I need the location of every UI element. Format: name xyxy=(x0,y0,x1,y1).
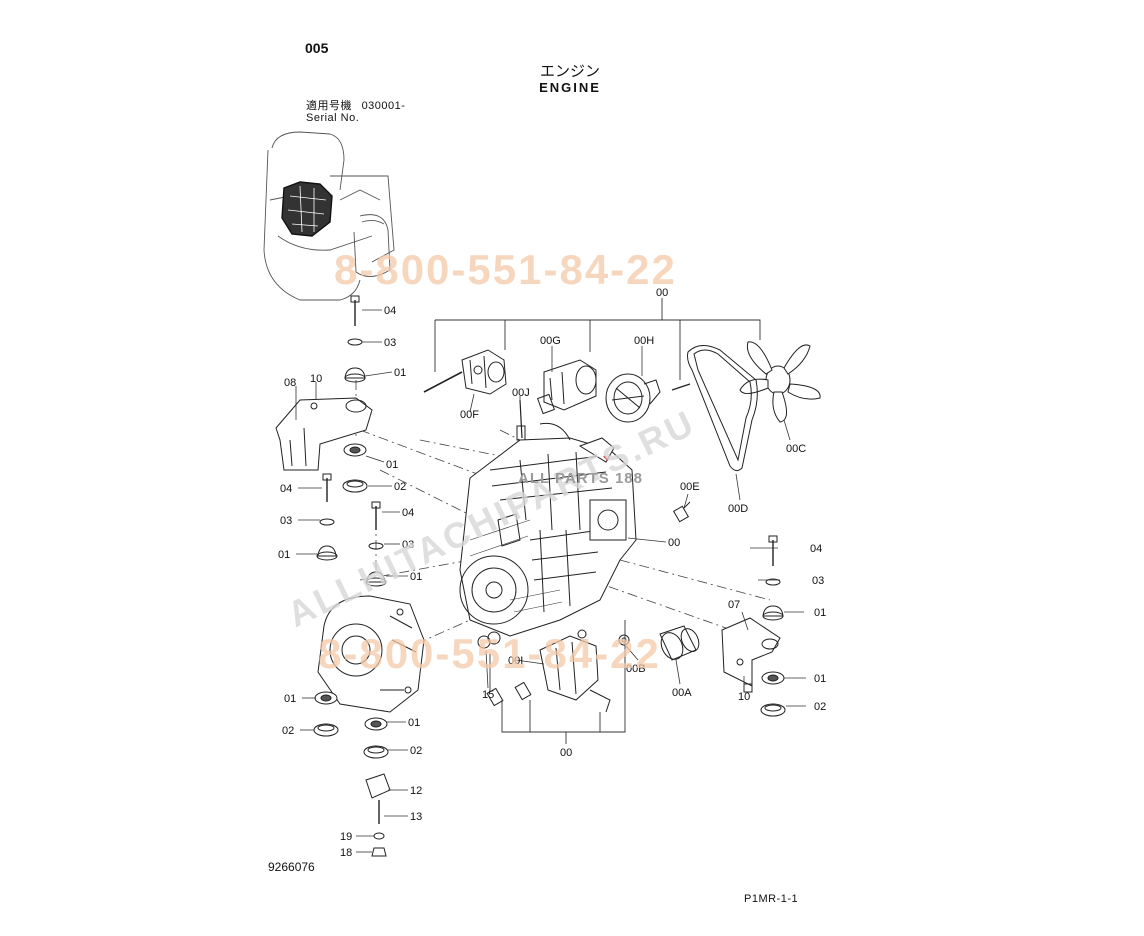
page-reference: P1MR-1-1 xyxy=(744,893,799,905)
sensor xyxy=(672,501,691,523)
mount-stack-right xyxy=(743,535,786,717)
callout-00G: 00G xyxy=(540,335,561,347)
callout-12: 12 xyxy=(410,785,422,797)
callout-02-e: 02 xyxy=(282,725,294,737)
callout-00A: 00A xyxy=(672,687,692,699)
callout-00H: 00H xyxy=(634,335,654,347)
callout-01-c: 01 xyxy=(278,549,290,561)
callout-00C: 00C xyxy=(786,443,806,455)
callout-00E: 00E xyxy=(680,481,700,493)
callout-03-c: 03 xyxy=(402,539,414,551)
callout-00D: 00D xyxy=(728,503,748,515)
mount-stack-left-mid xyxy=(316,473,387,587)
callout-10-right: 10 xyxy=(738,691,750,703)
callout-00F: 00F xyxy=(460,409,479,421)
callout-01-f: 01 xyxy=(408,717,420,729)
callout-00J: 00J xyxy=(512,387,530,399)
callout-labels: 00 00G 00H 00J 00F 00C 00D 00E 00 00I 00… xyxy=(278,287,826,859)
engine-bracket-right xyxy=(721,617,781,687)
callout-15: 15 xyxy=(482,689,494,701)
callout-07: 07 xyxy=(728,599,740,611)
callout-19: 19 xyxy=(340,831,352,843)
callout-18: 18 xyxy=(340,847,352,859)
title-english: ENGINE xyxy=(539,80,601,95)
fan-belt xyxy=(687,345,758,472)
callout-04-a: 04 xyxy=(384,305,396,317)
callout-01-e: 01 xyxy=(284,693,296,705)
callout-04-c: 04 xyxy=(402,507,414,519)
callout-02-right: 02 xyxy=(814,701,826,713)
serial-value: 030001- xyxy=(361,100,406,112)
fitting-15 xyxy=(477,631,501,649)
callout-13: 13 xyxy=(410,811,422,823)
fuel-injection-pump xyxy=(423,349,507,395)
callout-00-bottom: 00 xyxy=(560,747,572,759)
callout-03-a: 03 xyxy=(384,337,396,349)
callout-04-right: 04 xyxy=(810,543,822,555)
mount-stack-left-top xyxy=(342,295,368,493)
callout-01-b: 01 xyxy=(386,459,398,471)
callout-02-b: 02 xyxy=(394,481,406,493)
callout-00I: 00I xyxy=(508,655,523,667)
alternator xyxy=(605,373,691,423)
callout-02-f: 02 xyxy=(410,745,422,757)
watermark-logo: ALL PARTS 188 xyxy=(518,470,643,487)
document-number: 9266076 xyxy=(268,860,315,874)
engine-block xyxy=(459,422,637,637)
callout-03-right: 03 xyxy=(812,575,824,587)
watermark-phone-top: 8-800-551-84-22 xyxy=(334,246,677,293)
callout-03-b: 03 xyxy=(280,515,292,527)
oil-filter xyxy=(659,625,700,661)
engine-bracket-left xyxy=(275,397,373,471)
watermark-phone-bottom: 8-800-551-84-22 xyxy=(318,630,661,677)
callout-00-top: 00 xyxy=(656,287,668,299)
machine-thumbnail xyxy=(263,131,395,301)
serial-label-en: Serial No. xyxy=(306,112,360,124)
injection-pump-assembly xyxy=(486,629,630,713)
mount-stack-left-bottom xyxy=(313,691,391,857)
callout-00-mid: 00 xyxy=(668,537,680,549)
title-japanese: エンジン xyxy=(539,63,600,80)
callout-01-d: 01 xyxy=(410,571,422,583)
callout-00B: 00B xyxy=(626,663,646,675)
callout-01-right-bottom: 01 xyxy=(814,673,826,685)
callout-01-right-top: 01 xyxy=(814,607,826,619)
callout-01-a: 01 xyxy=(394,367,406,379)
cooling-fan xyxy=(739,341,821,423)
callout-08: 08 xyxy=(284,377,296,389)
serial-label-jp: 適用号機 xyxy=(306,100,352,112)
flywheel-housing xyxy=(317,595,425,713)
serial-block: 適用号機 030001- Serial No. xyxy=(306,100,405,124)
starter-motor xyxy=(536,359,597,415)
callout-04-b: 04 xyxy=(280,483,292,495)
page-code: 005 xyxy=(305,40,329,56)
callout-10-a: 10 xyxy=(310,373,322,385)
